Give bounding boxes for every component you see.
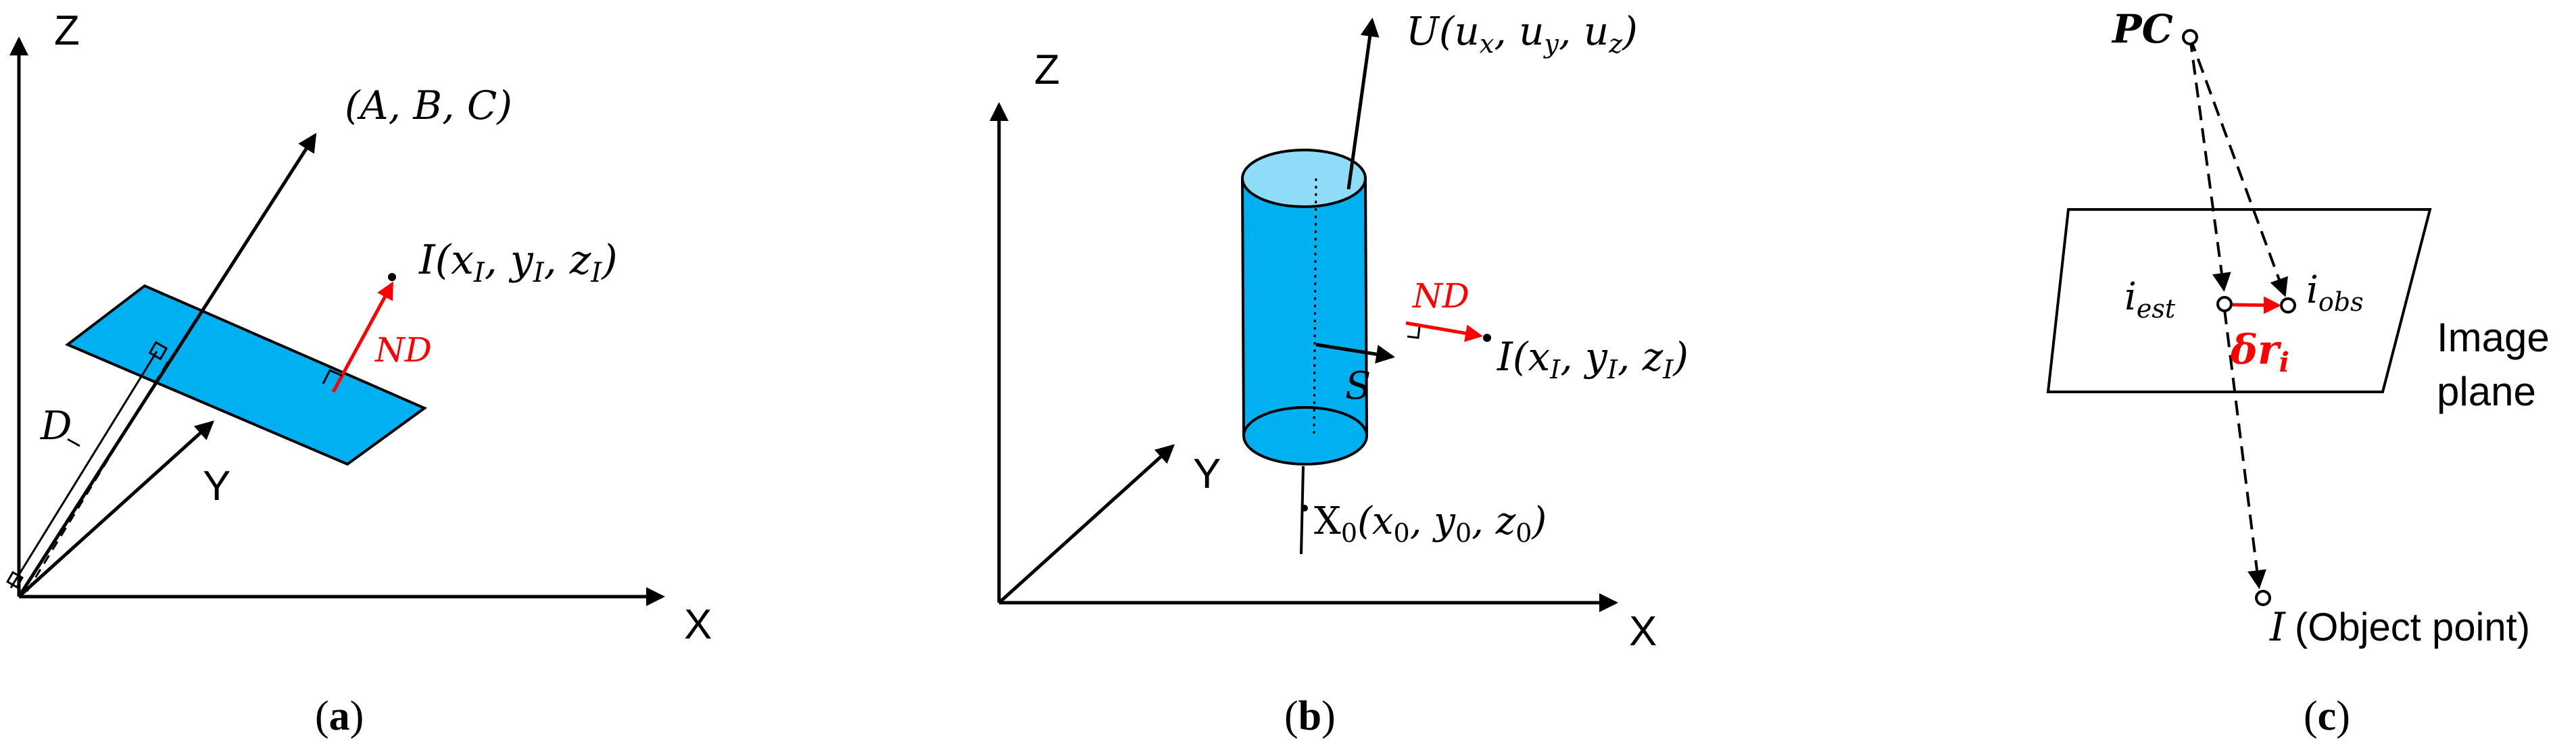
panel-b-caption: (b) xyxy=(1284,693,1336,739)
panel-c-observed-label: iobs xyxy=(2306,268,2364,317)
panel-b-nd-label: ND xyxy=(1412,276,1469,316)
panel-b-axis-z-label: Z xyxy=(1034,47,1060,93)
panel-c: PC iest iobs δri Image plane I(Object po… xyxy=(2046,6,2550,739)
panel-a-distance-line-outer xyxy=(9,351,158,589)
panel-b-y-axis xyxy=(998,444,1175,604)
panel-a-normal-label: (A, B, C) xyxy=(345,82,512,128)
panel-c-pc-label: PC xyxy=(2111,6,2173,52)
panel-c-plane-label-line2: plane xyxy=(2437,369,2536,414)
panel-a-nd-arrow xyxy=(331,281,394,393)
panel-b-point-dot xyxy=(1483,334,1491,342)
panel-a-distance-label: D xyxy=(40,403,72,449)
panel-b-direction-vector xyxy=(1346,18,1380,190)
panel-a-nd-label: ND xyxy=(374,330,432,370)
panel-a-axis-y-label: Y xyxy=(203,463,230,509)
panel-b-origin-label: X0(x0, y0, z0) xyxy=(1314,499,1547,548)
panel-a-y-axis xyxy=(18,420,214,598)
panel-c-object-point xyxy=(2255,590,2271,606)
panel-c-estimate-point xyxy=(2216,296,2233,312)
panel-a-point-dot xyxy=(388,273,396,281)
panel-c-residual-label: δri xyxy=(2230,326,2289,378)
panel-a-right-angle-origin xyxy=(6,571,24,589)
panel-c-plane-label-line1: Image xyxy=(2437,315,2550,360)
panel-a-plane xyxy=(65,284,427,466)
panel-c-ray-to-observed xyxy=(2189,36,2288,297)
panel-c-object-label: I(Object point) xyxy=(2269,604,2530,650)
panel-a-nd-right-angle xyxy=(322,369,343,384)
panel-b-cylinder-axis-inner xyxy=(1313,178,1317,436)
panel-b-origin-dot xyxy=(1301,505,1308,511)
panel-b-point-label: I(xI, yI, zI) xyxy=(1497,334,1688,384)
panel-b-axis-y-label: Y xyxy=(1193,451,1221,497)
panel-c-estimate-label: iest xyxy=(2124,275,2176,324)
panel-c-image-plane xyxy=(2046,208,2432,393)
panel-a-normal-vector xyxy=(17,132,317,598)
panel-b-nd-right-angle xyxy=(1407,326,1421,339)
panel-a-point-label: I(xI, yI, zI) xyxy=(418,236,618,289)
panel-a-distance-line-inner xyxy=(26,359,170,592)
panel-a-axis-z-label: Z xyxy=(54,7,80,54)
panel-a-distance-tick xyxy=(67,438,80,447)
panel-c-pc-point xyxy=(2182,29,2198,45)
panel-b-cylinder-top xyxy=(1241,149,1367,208)
panel-c-ray-to-object xyxy=(2223,309,2266,589)
panel-a: Z Y X (A, B, C) D ND I(xI, yI, zI) (a) xyxy=(6,7,712,739)
panel-b-radius-label: S xyxy=(1345,364,1371,408)
panel-b: Z Y X U(ux, uy, uz) S ND I(xI, yI, zI) X… xyxy=(990,8,1688,739)
panel-c-caption: (c) xyxy=(2304,693,2350,739)
panel-b-direction-label: U(ux, uy, uz) xyxy=(1406,8,1638,59)
panel-b-nd-arrow xyxy=(1405,321,1483,343)
panel-b-cylinder-bottom xyxy=(1242,406,1368,466)
panel-a-caption: (a) xyxy=(315,693,364,739)
panel-c-observed-point xyxy=(2280,297,2296,314)
panel-a-axis-x-label: X xyxy=(684,601,712,648)
panel-c-ray-to-estimate xyxy=(2189,36,2231,292)
panel-b-radius-arrow xyxy=(1315,343,1395,364)
panel-b-axis-x-label: X xyxy=(1629,608,1657,655)
panel-a-right-angle-plane xyxy=(148,341,168,361)
